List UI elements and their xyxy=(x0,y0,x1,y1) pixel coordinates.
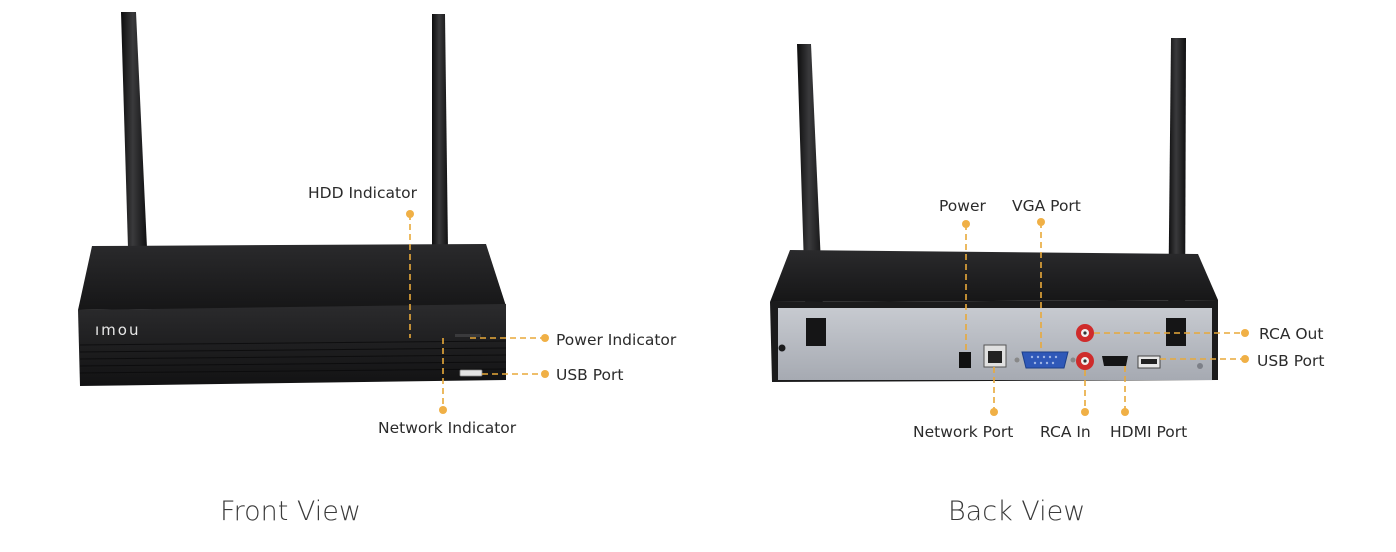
power-label: Power xyxy=(939,197,986,215)
nvr-top xyxy=(78,244,506,310)
vga-connector xyxy=(1021,351,1069,369)
back-device xyxy=(770,38,1218,382)
hdmi-port xyxy=(1102,356,1128,366)
back-panel xyxy=(778,308,1212,380)
left-antenna xyxy=(121,12,147,248)
usb-slot xyxy=(459,369,483,377)
hdmi-port-label: HDMI Port xyxy=(1110,423,1187,441)
front-device: ımou xyxy=(78,12,507,386)
led-strip xyxy=(455,334,481,337)
vga-port-label: VGA Port xyxy=(1012,197,1081,215)
network-port-label: Network Port xyxy=(913,423,1013,441)
power-indicator-label: Power Indicator xyxy=(556,331,677,349)
front-leaders xyxy=(406,210,549,414)
back-nvr-top xyxy=(770,250,1218,302)
rca-in-label: RCA In xyxy=(1040,423,1091,441)
right-antenna xyxy=(432,14,448,250)
network-indicator-label: Network Indicator xyxy=(378,419,517,437)
power-jack xyxy=(959,352,971,368)
front-view-caption: Front View xyxy=(220,496,361,527)
rca-out-label: RCA Out xyxy=(1259,325,1323,343)
back-view-caption: Back View xyxy=(948,496,1085,527)
brand-logo: ımou xyxy=(95,321,140,339)
front-usb-port-label: USB Port xyxy=(556,366,623,384)
nvr-front-face xyxy=(78,304,506,386)
back-usb-port-label: USB Port xyxy=(1257,352,1324,370)
back-leaders xyxy=(962,218,1249,416)
hdd-indicator-label: HDD Indicator xyxy=(308,184,418,202)
